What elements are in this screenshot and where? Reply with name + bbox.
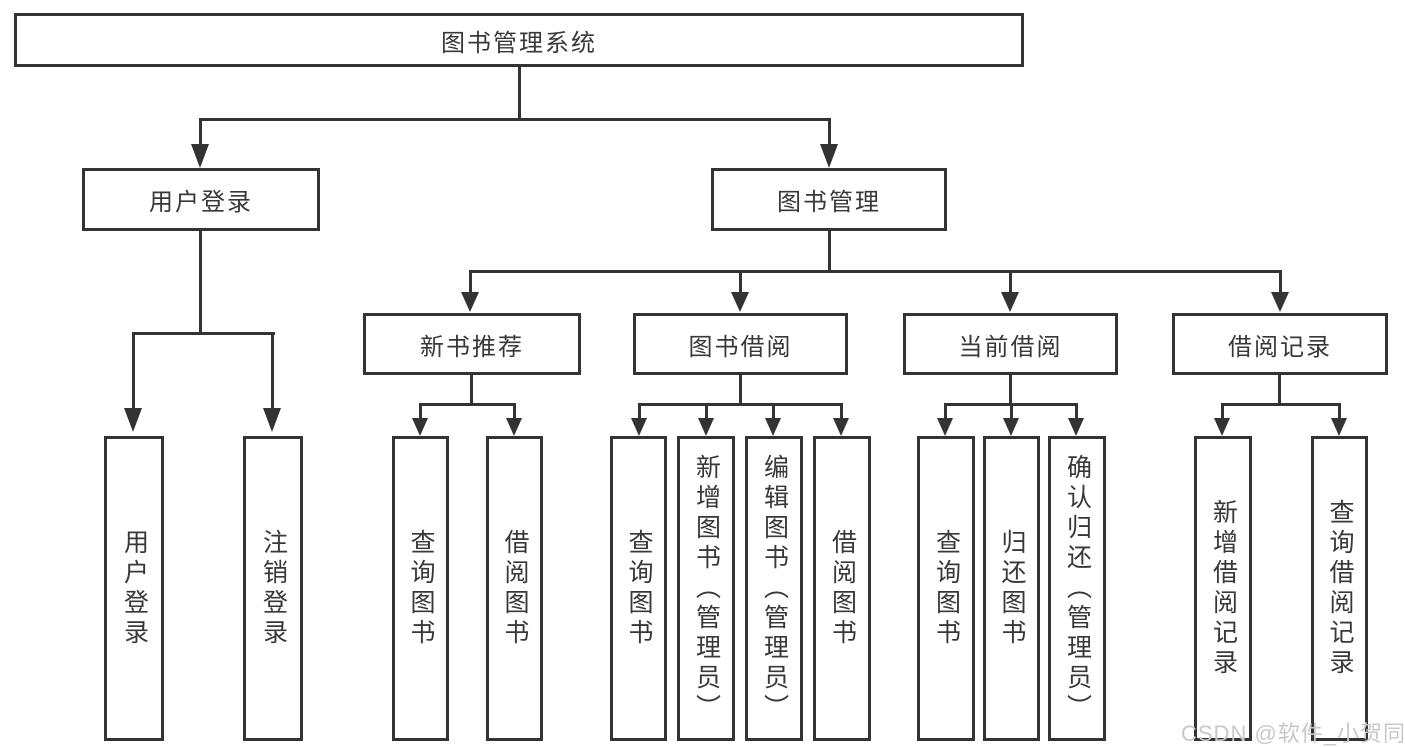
connector-arrow-shaft	[1010, 403, 1013, 418]
connector-arrow-shaft	[1075, 403, 1078, 418]
node-user-login: 用户登录	[82, 168, 320, 231]
arrow-down-icon	[765, 418, 781, 436]
node-borrow-records-label: 借阅记录	[1228, 333, 1332, 361]
node-new-book-recommend: 新书推荐	[363, 313, 581, 375]
node-query-books-1: 查询图书	[392, 436, 449, 741]
node-current-borrow-label: 当前借阅	[958, 333, 1063, 361]
connector-arrow-shaft	[469, 270, 472, 292]
node-confirm-return-admin: 确认归还（管理员）	[1048, 436, 1106, 741]
node-confirm-return-admin-label: 确认归还（管理员）	[1063, 453, 1092, 724]
arrow-down-icon	[1003, 418, 1019, 436]
node-book-borrow-label: 图书借阅	[688, 333, 793, 361]
arrow-down-icon	[833, 418, 849, 436]
node-add-borrow-record: 新增借阅记录	[1194, 436, 1252, 741]
connector-arrow-shaft	[1338, 403, 1341, 418]
connector-stub	[1009, 375, 1012, 405]
connector-arrow-shaft	[419, 403, 422, 418]
node-borrow-records: 借阅记录	[1172, 313, 1388, 375]
node-query-books-3: 查询图书	[917, 436, 975, 741]
connector-arrow-shaft	[705, 403, 708, 418]
node-query-borrow-record-label: 查询借阅记录	[1326, 498, 1354, 679]
node-root-label: 图书管理系统	[441, 29, 597, 57]
arrow-down-icon	[1001, 292, 1019, 312]
connector-arrow-shaft	[840, 403, 843, 418]
connector-arrow-shaft	[513, 403, 516, 418]
node-logout-leaf: 注销登录	[243, 436, 303, 741]
node-return-book: 归还图书	[983, 436, 1040, 741]
connector-hline	[638, 403, 843, 406]
arrow-down-icon	[1214, 418, 1230, 436]
connector-arrow-shaft	[638, 403, 641, 418]
node-user-login-leaf-label: 用户登录	[120, 528, 149, 649]
connector-arrow-shaft	[772, 403, 775, 418]
arrow-down-icon	[506, 418, 522, 436]
connector-arrow-shaft	[828, 118, 831, 144]
node-current-borrow: 当前借阅	[903, 313, 1118, 375]
node-book-management: 图书管理	[711, 168, 947, 231]
node-query-books-1-label: 查询图书	[407, 528, 435, 649]
connector-l1-hline	[199, 118, 831, 121]
node-book-management-label: 图书管理	[777, 189, 881, 216]
node-borrow-books-1: 借阅图书	[486, 436, 543, 741]
connector-arrow-shaft	[1279, 270, 1282, 292]
connector-arrow-shaft	[944, 403, 947, 418]
node-add-book-admin-label: 新增图书（管理员）	[692, 453, 721, 724]
connector-stub	[470, 375, 473, 405]
node-edit-book-admin: 编辑图书（管理员）	[745, 436, 803, 741]
node-return-book-label: 归还图书	[998, 528, 1026, 649]
node-add-borrow-record-label: 新增借阅记录	[1209, 498, 1238, 679]
arrow-down-icon	[820, 144, 838, 168]
arrow-down-icon	[191, 144, 209, 168]
node-borrow-books-2: 借阅图书	[813, 436, 871, 741]
node-book-borrow: 图书借阅	[633, 313, 848, 375]
csdn-watermark: CSDN @软件_小贺同学	[1181, 721, 1405, 746]
connector-hline	[1221, 403, 1341, 406]
node-user-login-label: 用户登录	[149, 189, 253, 216]
arrow-down-icon	[124, 408, 142, 432]
node-user-login-leaf: 用户登录	[104, 436, 164, 741]
node-borrow-books-2-label: 借阅图书	[828, 528, 857, 649]
connector-hline	[132, 332, 275, 335]
arrow-down-icon	[937, 418, 953, 436]
connector-stub	[199, 231, 202, 335]
node-query-borrow-record: 查询借阅记录	[1311, 436, 1368, 741]
connector-stub	[739, 375, 742, 405]
connector-stub	[1278, 375, 1281, 405]
node-add-book-admin: 新增图书（管理员）	[677, 436, 735, 741]
connector-root-stub	[518, 67, 521, 120]
node-root: 图书管理系统	[14, 13, 1024, 67]
connector-arrow-shaft	[199, 118, 202, 144]
arrow-down-icon	[731, 292, 749, 312]
connector-arrow-shaft	[271, 332, 274, 408]
arrow-down-icon	[631, 418, 647, 436]
connector-arrow-shaft	[1009, 270, 1012, 292]
arrow-down-icon	[461, 292, 479, 312]
connector-arrow-shaft	[132, 332, 135, 408]
node-borrow-books-1-label: 借阅图书	[501, 528, 529, 649]
arrow-down-icon	[1068, 418, 1084, 436]
node-new-book-recommend-label: 新书推荐	[420, 333, 524, 361]
node-logout-leaf-label: 注销登录	[259, 528, 288, 649]
node-query-books-2: 查询图书	[610, 436, 667, 741]
arrow-down-icon	[1331, 418, 1347, 436]
arrow-down-icon	[698, 418, 714, 436]
node-query-books-3-label: 查询图书	[932, 528, 961, 649]
node-edit-book-admin-label: 编辑图书（管理员）	[760, 453, 789, 724]
arrow-down-icon	[263, 408, 281, 432]
connector-arrow-shaft	[739, 270, 742, 292]
connector-hline	[419, 403, 516, 406]
connector-arrow-shaft	[1221, 403, 1224, 418]
connector-hline	[469, 270, 1282, 273]
arrow-down-icon	[1271, 292, 1289, 312]
arrow-down-icon	[412, 418, 428, 436]
connector-stub	[828, 231, 831, 272]
node-query-books-2-label: 查询图书	[625, 528, 653, 649]
